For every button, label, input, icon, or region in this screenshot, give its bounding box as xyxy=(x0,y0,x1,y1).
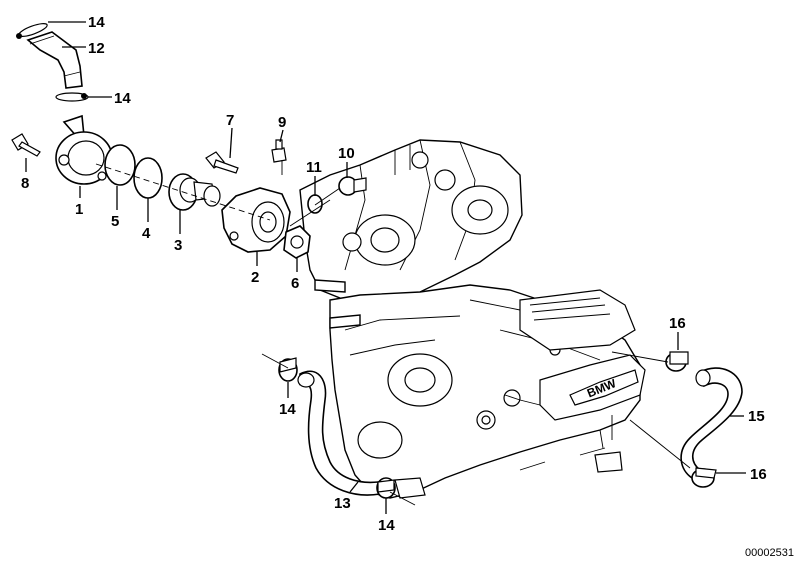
callout-15: 15 xyxy=(748,408,765,425)
bolt-8 xyxy=(11,133,41,157)
hose-clamp-14-upper xyxy=(55,92,89,102)
callout-10: 10 xyxy=(338,145,355,162)
callout-16-top: 16 xyxy=(669,315,686,332)
hose-elbow-12 xyxy=(26,31,83,89)
temperature-switch-10 xyxy=(338,176,367,196)
thermostat-housing-1 xyxy=(55,114,113,185)
hose-clamp-14-top xyxy=(16,23,48,39)
callout-9: 9 xyxy=(278,114,286,131)
seal-ring-11 xyxy=(307,194,323,214)
callout-5: 5 xyxy=(111,213,119,230)
callout-11: 11 xyxy=(306,159,322,176)
hose-clamp-16-top xyxy=(665,351,689,372)
coolant-hose-15 xyxy=(680,367,743,480)
callout-8: 8 xyxy=(21,175,29,192)
hose-clamp-16-bottom xyxy=(691,467,717,488)
callout-3: 3 xyxy=(174,237,182,254)
callout-14-upper: 14 xyxy=(114,90,131,107)
callout-7: 7 xyxy=(226,112,234,129)
callout-14-top: 14 xyxy=(88,14,105,31)
callout-12: 12 xyxy=(88,40,105,57)
callout-16-bottom: 16 xyxy=(750,466,767,483)
thermostat-cover-2 xyxy=(221,187,291,253)
callout-14-left: 14 xyxy=(279,401,296,418)
callout-14-bottom: 14 xyxy=(378,517,395,534)
flange-gasket-6 xyxy=(283,225,311,259)
callout-1: 1 xyxy=(75,201,83,218)
hose-clamp-14-left xyxy=(278,357,298,382)
engine-block xyxy=(299,139,646,499)
callout-6: 6 xyxy=(291,275,299,292)
hose-clamp-14-bottom xyxy=(376,477,396,499)
o-ring-5 xyxy=(104,144,136,186)
bolt-7 xyxy=(205,151,239,174)
reference-number: 00002531 xyxy=(745,547,794,559)
thermostat-3 xyxy=(168,173,221,211)
callout-13: 13 xyxy=(334,495,351,512)
temperature-sensor-9 xyxy=(271,139,287,163)
callout-4: 4 xyxy=(142,225,151,242)
callout-2: 2 xyxy=(251,269,259,286)
